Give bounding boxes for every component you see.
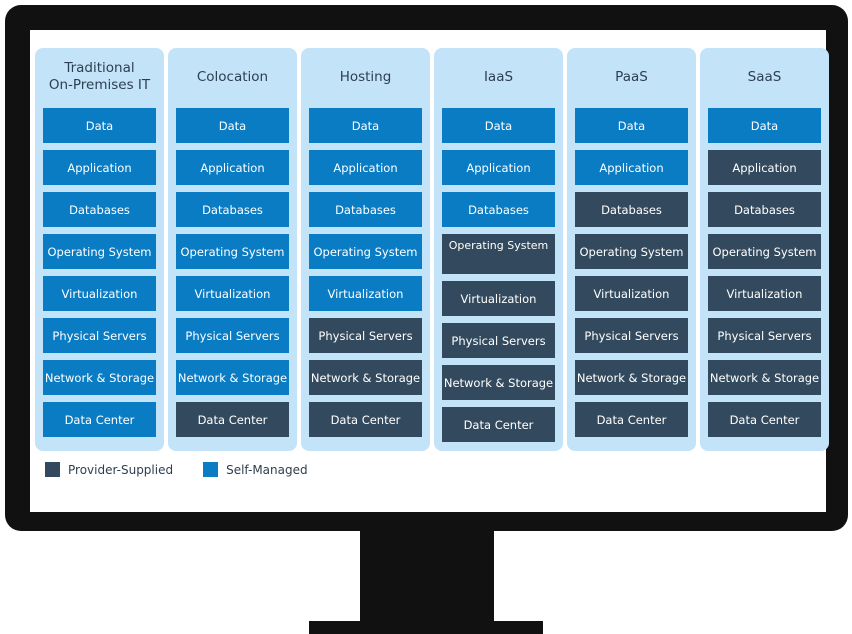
provider-supplied-layer: Data Center xyxy=(708,402,821,437)
provider-supplied-layer: Physical Servers xyxy=(575,318,688,353)
self-managed-layer: Application xyxy=(176,150,289,185)
self-managed-layer: Application xyxy=(575,150,688,185)
provider-supplied-layer: Virtualization xyxy=(575,276,688,311)
provider-supplied-layer: Data Center xyxy=(309,402,422,437)
self-managed-layer: Data xyxy=(575,108,688,143)
provider-supplied-layer: Network & Storage xyxy=(708,360,821,395)
self-managed-layer: Application xyxy=(43,150,156,185)
self-managed-layer: Application xyxy=(442,150,555,185)
provider-supplied-layer: Network & Storage xyxy=(309,360,422,395)
self-managed-layer: Databases xyxy=(309,192,422,227)
self-managed-layer: Operating System xyxy=(309,234,422,269)
column-title: Colocation xyxy=(196,68,269,85)
column-title: Traditional On-Premises IT xyxy=(48,60,151,93)
provider-supplied-layer: Physical Servers xyxy=(442,323,555,358)
provider-supplied-layer: Data Center xyxy=(575,402,688,437)
provider-supplied-layer: Application xyxy=(708,150,821,185)
self-managed-layer: Network & Storage xyxy=(43,360,156,395)
provider-supplied-swatch xyxy=(45,462,60,477)
provider-supplied-layer: Data Center xyxy=(442,407,555,442)
self-managed-layer: Databases xyxy=(176,192,289,227)
provider-supplied-layer: Databases xyxy=(708,192,821,227)
column-title: PaaS xyxy=(615,68,648,85)
column-title: Hosting xyxy=(339,68,392,85)
column-title: SaaS xyxy=(747,68,782,85)
self-managed-layer: Virtualization xyxy=(43,276,156,311)
self-managed-layer: Physical Servers xyxy=(43,318,156,353)
self-managed-swatch xyxy=(203,462,219,477)
self-managed-layer: Operating System xyxy=(43,234,156,269)
monitor-stand-base xyxy=(309,621,543,634)
self-managed-layer: Network & Storage xyxy=(176,360,289,395)
provider-supplied-layer: Virtualization xyxy=(708,276,821,311)
provider-supplied-layer: Network & Storage xyxy=(575,360,688,395)
self-managed-layer: Data xyxy=(176,108,289,143)
provider-supplied-layer: Operating System xyxy=(708,234,821,269)
provider-supplied-layer: Physical Servers xyxy=(708,318,821,353)
provider-supplied-layer: Operating System xyxy=(442,234,555,274)
self-managed-layer: Virtualization xyxy=(176,276,289,311)
self-managed-layer: Data xyxy=(309,108,422,143)
provider-supplied-layer: Operating System xyxy=(575,234,688,269)
self-managed-layer: Operating System xyxy=(176,234,289,269)
self-managed-layer: Data xyxy=(43,108,156,143)
self-managed-layer: Databases xyxy=(43,192,156,227)
legend-self-managed-label: Self-Managed xyxy=(226,462,308,477)
self-managed-layer: Virtualization xyxy=(309,276,422,311)
provider-supplied-layer: Databases xyxy=(575,192,688,227)
provider-supplied-layer: Data Center xyxy=(176,402,289,437)
self-managed-layer: Data xyxy=(442,108,555,143)
provider-supplied-layer: Physical Servers xyxy=(309,318,422,353)
column-title: IaaS xyxy=(483,68,514,85)
self-managed-layer: Data Center xyxy=(43,402,156,437)
self-managed-layer: Application xyxy=(309,150,422,185)
provider-supplied-layer: Virtualization xyxy=(442,281,555,316)
legend-provider-supplied-label: Provider-Supplied xyxy=(68,462,174,477)
legend: Provider-Supplied Self-Managed xyxy=(45,462,308,477)
provider-supplied-layer: Network & Storage xyxy=(442,365,555,400)
self-managed-layer: Physical Servers xyxy=(176,318,289,353)
monitor-stand-neck xyxy=(360,530,494,622)
self-managed-layer: Databases xyxy=(442,192,555,227)
self-managed-layer: Data xyxy=(708,108,821,143)
